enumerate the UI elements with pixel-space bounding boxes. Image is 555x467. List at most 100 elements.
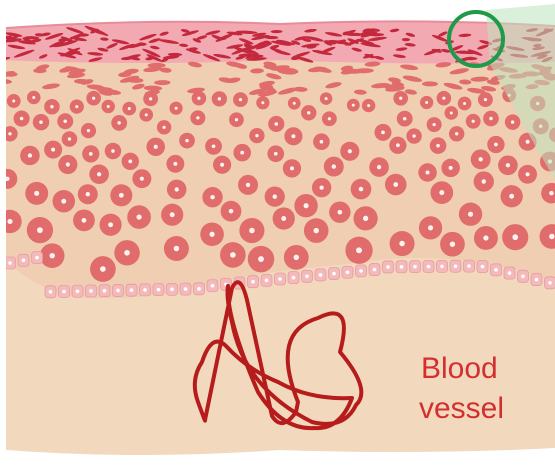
cell-nucleus bbox=[468, 212, 473, 217]
cell-nucleus bbox=[511, 120, 514, 123]
cell-nucleus bbox=[51, 148, 55, 152]
cell-nucleus bbox=[494, 143, 498, 147]
cell-nucleus bbox=[426, 170, 430, 174]
basal-cell-nucleus bbox=[346, 270, 350, 274]
cell-nucleus bbox=[229, 209, 234, 214]
cell-nucleus bbox=[197, 97, 200, 100]
cell-nucleus bbox=[173, 162, 177, 166]
basal-cell-nucleus bbox=[251, 280, 255, 284]
cell-nucleus bbox=[403, 117, 406, 120]
basal-cell-nucleus bbox=[49, 290, 53, 294]
cell-nucleus bbox=[393, 182, 398, 187]
basal-cell-nucleus bbox=[211, 284, 215, 288]
cell-nucleus bbox=[7, 219, 12, 224]
cell-nucleus bbox=[549, 234, 554, 239]
basal-cell-nucleus bbox=[413, 265, 417, 269]
cell-nucleus bbox=[39, 120, 43, 124]
cell-nucleus bbox=[512, 234, 518, 240]
basal-cell-nucleus bbox=[197, 287, 201, 291]
cell-nucleus bbox=[108, 222, 113, 227]
cell-nucleus bbox=[61, 199, 66, 204]
cell-nucleus bbox=[484, 98, 487, 101]
cell-nucleus bbox=[128, 107, 131, 110]
cell-nucleus bbox=[175, 187, 179, 191]
corneum-flake bbox=[402, 38, 410, 41]
cell-nucleus bbox=[436, 144, 440, 148]
cell-nucleus bbox=[274, 152, 278, 156]
basal-cell-nucleus bbox=[440, 265, 444, 269]
basal-cell-nucleus bbox=[400, 265, 404, 269]
basal-cell-nucleus bbox=[103, 289, 107, 293]
cell-nucleus bbox=[314, 228, 319, 233]
basal-cell-nucleus bbox=[292, 276, 296, 280]
basal-cell-nucleus bbox=[116, 289, 120, 293]
cell-nucleus bbox=[63, 119, 67, 123]
cell-nucleus bbox=[124, 250, 130, 256]
cell-nucleus bbox=[483, 235, 488, 240]
basal-cell-nucleus bbox=[386, 265, 390, 269]
cell-nucleus bbox=[325, 97, 328, 100]
cell-nucleus bbox=[163, 126, 166, 129]
cell-nucleus bbox=[249, 228, 255, 234]
cell-nucleus bbox=[428, 225, 433, 230]
cell-nucleus bbox=[50, 105, 53, 108]
cell-nucleus bbox=[119, 193, 124, 198]
basal-cell-nucleus bbox=[22, 259, 26, 263]
cell-nucleus bbox=[86, 192, 90, 196]
basal-cell-nucleus bbox=[508, 271, 512, 275]
basal-cell-nucleus bbox=[481, 265, 485, 269]
basal-cell-nucleus bbox=[494, 268, 498, 272]
cell-nucleus bbox=[332, 164, 336, 168]
cell-nucleus bbox=[455, 132, 458, 135]
cell-nucleus bbox=[412, 134, 415, 137]
cell-nucleus bbox=[367, 104, 370, 107]
cell-nucleus bbox=[246, 183, 250, 187]
cell-nucleus bbox=[100, 266, 106, 272]
basal-cell-nucleus bbox=[89, 289, 93, 293]
cell-nucleus bbox=[34, 191, 39, 196]
cell-nucleus bbox=[489, 117, 492, 120]
cell-nucleus bbox=[136, 214, 141, 219]
cell-nucleus bbox=[154, 145, 158, 149]
cell-nucleus bbox=[363, 216, 368, 221]
basal-cell-nucleus bbox=[359, 269, 363, 273]
cell-nucleus bbox=[509, 194, 514, 199]
cell-nucleus bbox=[196, 116, 199, 119]
cell-nucleus bbox=[526, 140, 530, 144]
cell-nucleus bbox=[28, 153, 32, 157]
cell-nucleus bbox=[320, 140, 324, 144]
corneum-flake bbox=[464, 57, 478, 60]
cell-nucleus bbox=[235, 118, 238, 121]
cell-nucleus bbox=[482, 179, 486, 183]
basal-cell-nucleus bbox=[521, 275, 525, 279]
cell-nucleus bbox=[111, 149, 115, 153]
cell-nucleus bbox=[396, 143, 400, 147]
basal-cell-nucleus bbox=[130, 288, 134, 292]
cell-nucleus bbox=[450, 241, 455, 246]
cell-nucleus bbox=[140, 177, 144, 181]
basal-cell-nucleus bbox=[265, 279, 269, 283]
cell-nucleus bbox=[352, 104, 355, 107]
cell-nucleus bbox=[212, 144, 216, 148]
cell-nucleus bbox=[549, 191, 554, 196]
cell-nucleus bbox=[399, 241, 405, 247]
cell-nucleus bbox=[442, 97, 445, 100]
basal-cell-nucleus bbox=[332, 272, 336, 276]
cell-nucleus bbox=[472, 120, 475, 123]
cell-nucleus bbox=[377, 165, 381, 169]
cell-nucleus bbox=[261, 101, 264, 104]
cell-nucleus bbox=[328, 117, 331, 120]
cell-nucleus bbox=[439, 190, 444, 195]
cell-nucleus bbox=[210, 195, 214, 199]
basal-cell-nucleus bbox=[535, 278, 539, 282]
cell-nucleus bbox=[356, 247, 362, 253]
cell-nucleus bbox=[50, 253, 55, 258]
cell-nucleus bbox=[463, 102, 466, 105]
cell-nucleus bbox=[128, 159, 132, 163]
cell-nucleus bbox=[185, 139, 188, 142]
cell-nucleus bbox=[506, 163, 510, 167]
cell-nucleus bbox=[170, 212, 175, 217]
basal-cell-nucleus bbox=[548, 281, 552, 285]
cell-nucleus bbox=[432, 123, 435, 126]
cell-nucleus bbox=[304, 203, 309, 208]
